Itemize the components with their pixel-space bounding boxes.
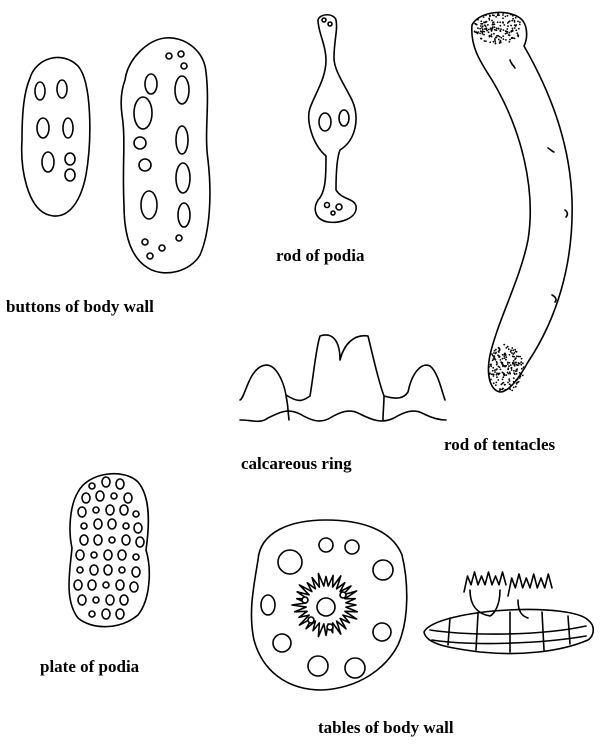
table-top-view-ossicle: [251, 520, 406, 690]
label-calcareous-ring: calcareous ring: [241, 455, 352, 472]
calcareous-ring-ossicle: [240, 335, 446, 421]
label-plate-of-podia: plate of podia: [40, 658, 139, 675]
podia-plate-ossicle: [69, 474, 149, 627]
label-rod-of-podia: rod of podia: [276, 247, 365, 264]
table-side-view-ossicle: [424, 572, 593, 654]
label-tables-of-body-wall: tables of body wall: [318, 719, 454, 736]
tentacle-rod-stipple-bottom: [488, 344, 524, 392]
label-buttons-of-body-wall: buttons of body wall: [6, 298, 154, 315]
large-button-ossicle: [121, 38, 210, 273]
label-rod-of-tentacles: rod of tentacles: [444, 436, 555, 453]
tentacle-rod-ossicle: [472, 12, 572, 392]
podia-rod-ossicle: [309, 15, 356, 223]
small-button-ossicle: [22, 57, 90, 215]
